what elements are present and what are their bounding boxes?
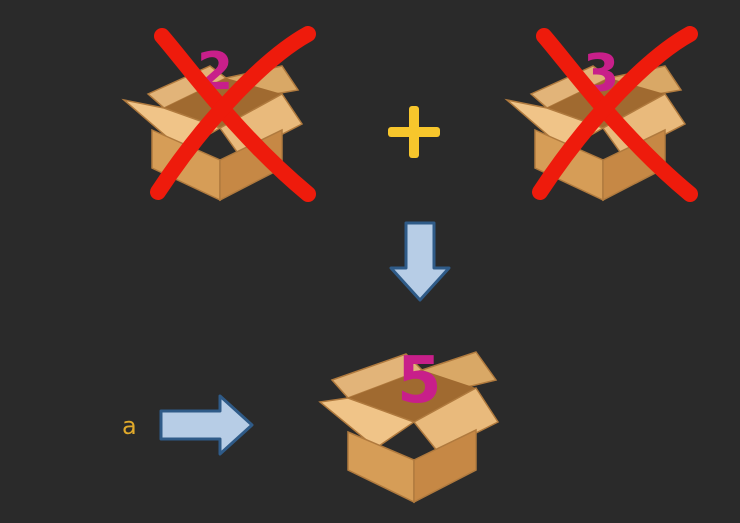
cardboard-box-icon (318, 340, 500, 505)
right-arrow-icon (158, 393, 256, 461)
red-cross-icon (148, 26, 320, 206)
down-arrow-icon (388, 220, 452, 308)
box-number: 5 (397, 344, 442, 418)
plus-icon (386, 104, 442, 164)
red-cross-icon (530, 26, 702, 206)
variable-label: a (122, 412, 137, 440)
